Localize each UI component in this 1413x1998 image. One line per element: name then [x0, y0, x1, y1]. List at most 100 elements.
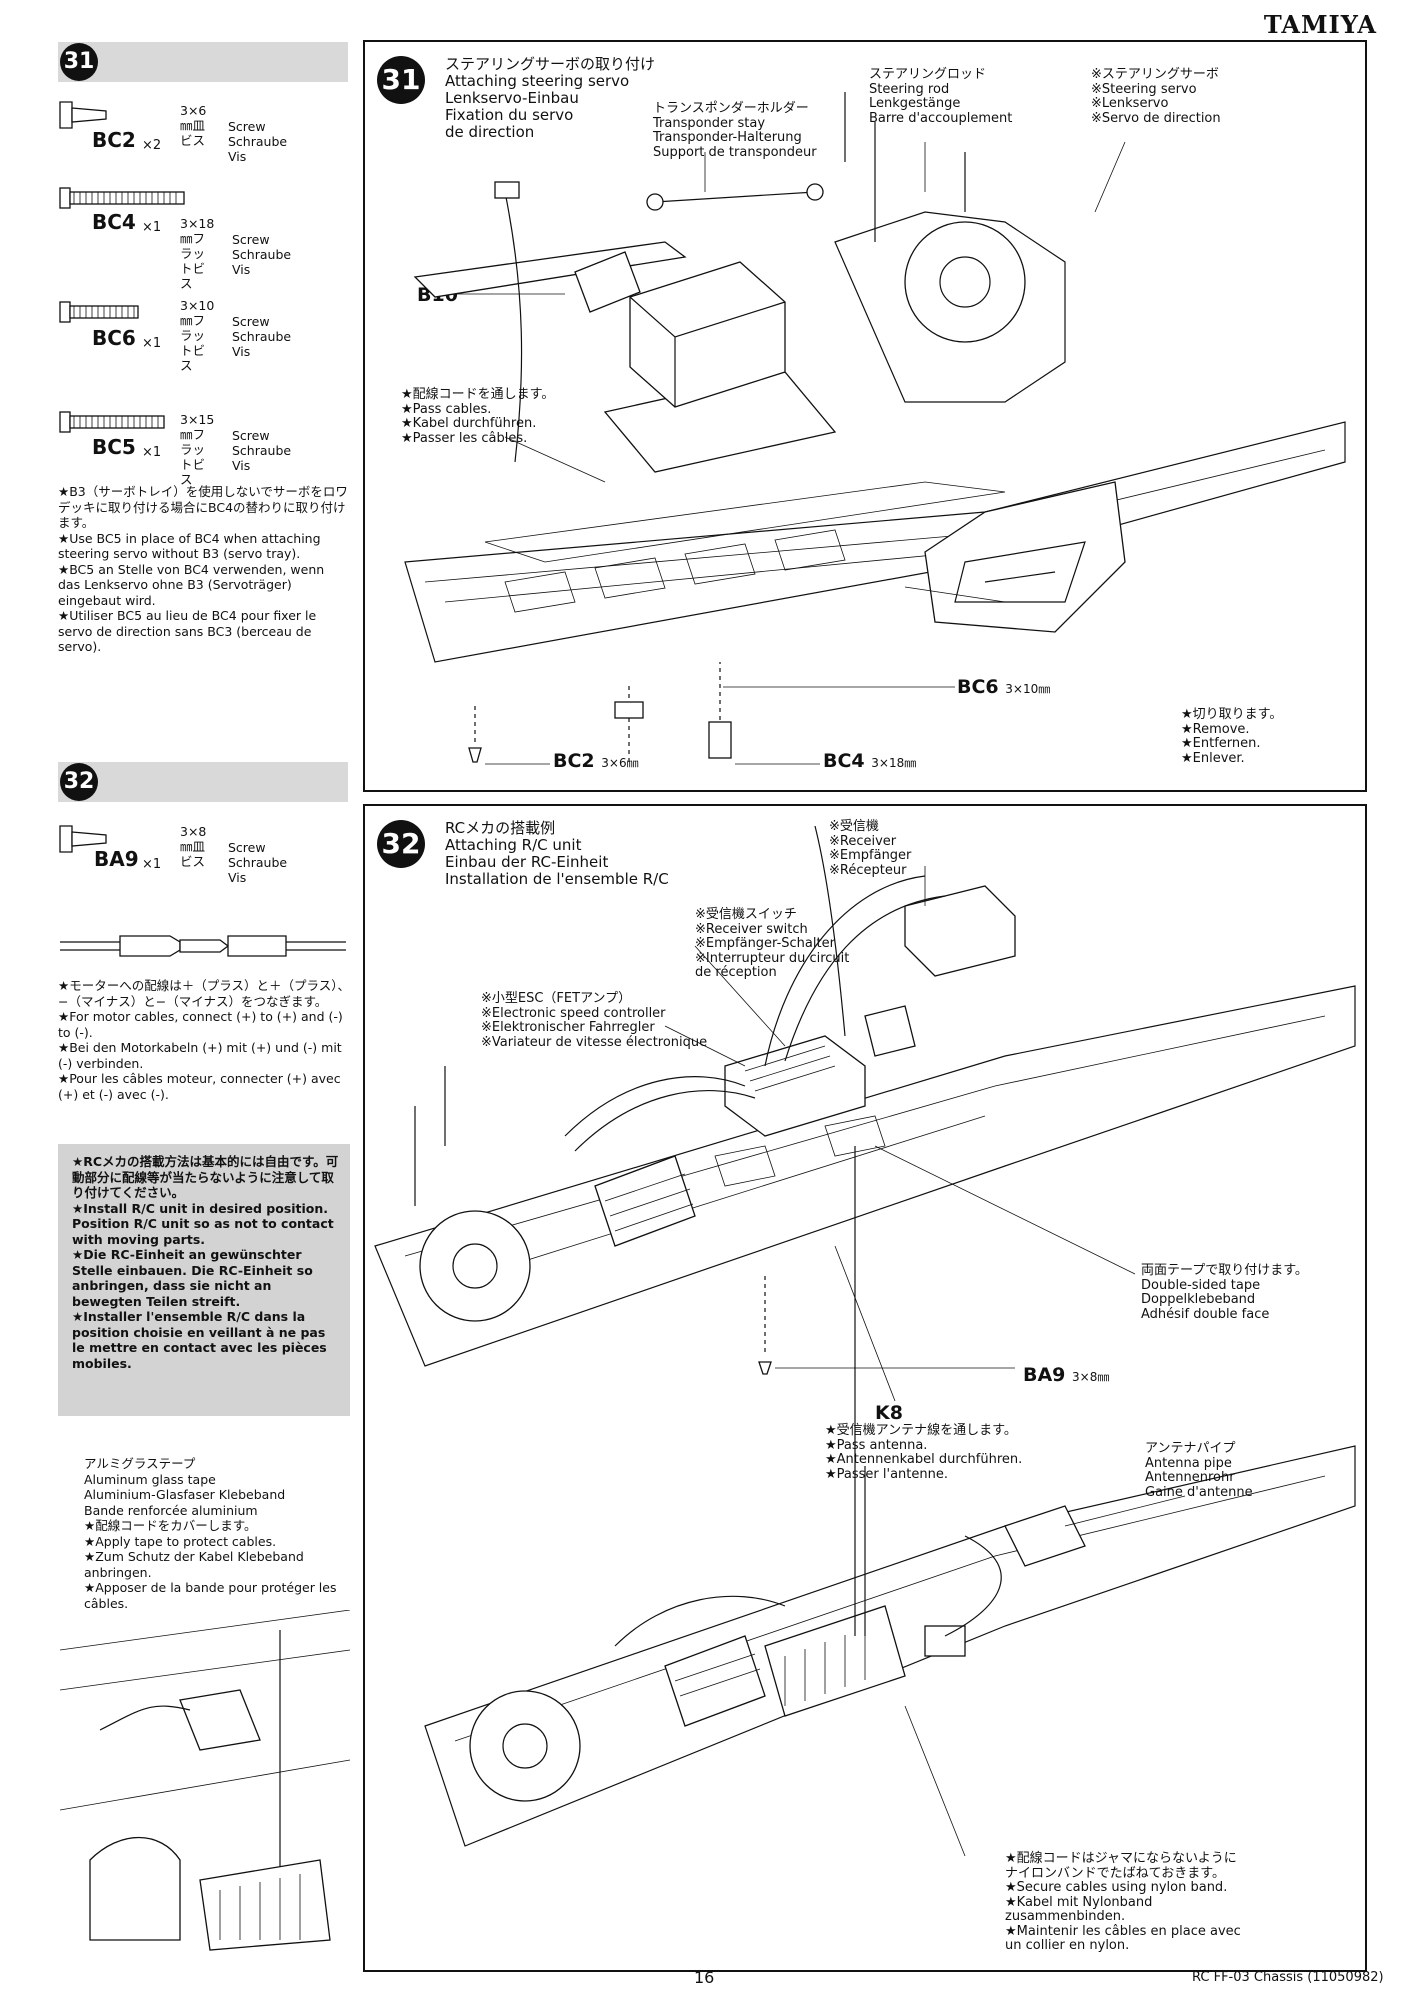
step-32-header: 32 — [58, 762, 348, 802]
callout-en: ※Receiver — [829, 833, 897, 849]
title-ja: RCメカの搭載例 — [445, 819, 556, 837]
flat-screw-icon — [59, 825, 107, 853]
note-fr: ★Pour les câbles moteur, connecter (+) a… — [58, 1071, 341, 1102]
callout-fr: Barre d'accouplement — [869, 110, 1013, 126]
callout-fr-1: ※Interrupteur du circuit — [695, 950, 850, 966]
callout-en: ★Remove. — [1181, 721, 1250, 737]
motor-connector-icon — [60, 935, 346, 957]
callout-ja: 両面テープで取り付けます。 — [1141, 1263, 1308, 1278]
rc-unit-illustration — [374, 825, 1356, 1857]
part-name-de: Schraube — [232, 443, 292, 458]
note-ja: ★RCメカの搭載方法は基本的には自由です。可動部分に配線等が当たらないように注意… — [72, 1154, 339, 1200]
callout-fr: Gaine d'antenne — [1145, 1484, 1253, 1500]
callout-en: ※Electronic speed controller — [481, 1005, 666, 1021]
label-k8: K8 — [875, 1402, 903, 1424]
instr-fr: ★Apposer de la bande pour protéger les c… — [84, 1580, 337, 1611]
part-name-de: Schraube — [228, 855, 288, 870]
long-screw-icon — [59, 187, 185, 209]
aluminum-tape-illustration — [60, 1610, 351, 1951]
callout-de: ※Lenkservo — [1091, 96, 1169, 111]
esc-callout: ※小型ESC（FETアンプ） ※Electronic speed control… — [481, 991, 708, 1050]
callout-en: ★Pass cables. — [401, 401, 492, 417]
tape-fr: Bande renforcée aluminium — [84, 1502, 258, 1518]
callout-ja: ★切り取ります。 — [1181, 707, 1283, 722]
part-code: BC5 — [92, 435, 136, 459]
note-en: ★For motor cables, connect (+) to (+) an… — [58, 1009, 343, 1040]
panel-32-number: 32 — [377, 820, 425, 868]
instr-en: ★Apply tape to protect cables. — [84, 1533, 277, 1549]
callout-ja: ※受信機スイッチ — [695, 907, 797, 922]
callout-en: ※Receiver switch — [695, 921, 808, 937]
part-name-en: Screw — [232, 232, 270, 247]
note-ja: ★モーターへの配線は＋（プラス）と＋（プラス）、−（マイナス）と−（マイナス）を… — [58, 978, 350, 1009]
part-size: 3×15㎜フラットビス — [180, 412, 215, 487]
part-code: BC4 — [92, 210, 136, 234]
callout-de: Lenkgestänge — [869, 96, 961, 111]
note-fr: ★Installer l'ensemble R/C dans la positi… — [72, 1309, 327, 1371]
part-qty: ×1 — [142, 220, 162, 235]
panel-31-title: ステアリングサーボの取り付け Attaching steering servo … — [445, 56, 655, 141]
callout-de: Antennenrohr — [1145, 1470, 1235, 1485]
callout-fr: ※Variateur de vitesse électronique — [481, 1034, 708, 1050]
part-name-fr: Vis — [232, 344, 251, 359]
panel-32-title: RCメカの搭載例 Attaching R/C unit Einbau der R… — [445, 820, 669, 888]
callout-fr: ★Passer les câbles. — [401, 430, 528, 446]
callout-en: ★Pass antenna. — [825, 1437, 928, 1453]
note-fr: ★Utiliser BC5 au lieu de BC4 pour fixer … — [58, 608, 317, 654]
remove-callout: ★切り取ります。 ★Remove. ★Entfernen. ★Enlever. — [1181, 707, 1283, 766]
part-code: BC2 — [553, 750, 595, 772]
note-en: ★Install R/C unit in desired position. P… — [72, 1200, 334, 1247]
callout-fr: Adhésif double face — [1141, 1306, 1270, 1322]
steering-rod-callout: ステアリングロッド Steering rod Lenkgestänge Barr… — [869, 67, 1013, 126]
steering-servo-callout: ※ステアリングサーボ ※Steering servo ※Lenkservo ※S… — [1091, 67, 1221, 126]
part-code: BA9 — [1023, 1364, 1066, 1386]
callout-en: Steering rod — [869, 81, 950, 97]
part-size: 3×18㎜フラットビス — [180, 216, 215, 291]
page-number: 16 — [694, 1968, 715, 1987]
brand-logo: TAMIYA — [1263, 10, 1377, 39]
callout-de: Doppelklebeband — [1141, 1292, 1256, 1307]
part-qty: ×1 — [142, 445, 162, 460]
rc-install-note: ★RCメカの搭載方法は基本的には自由です。可動部分に配線等が当たらないように注意… — [72, 1154, 340, 1371]
steering-servo-illustration — [404, 92, 1346, 765]
step-31-note: ★B3（サーボトレイ）を使用しないでサーボをロワデッキに取り付ける場合にBC4の… — [58, 484, 350, 655]
part-name-fr: Vis — [232, 458, 251, 473]
part-name-de: Schraube — [228, 134, 288, 149]
part-size: 3×6㎜皿ビス — [180, 103, 207, 148]
note-de: ★Bei den Motorkabeln (+) mit (+) und (-)… — [58, 1040, 342, 1071]
part-name-fr: Vis — [228, 870, 247, 885]
callout-en: Antenna pipe — [1145, 1455, 1232, 1471]
part-code: BC6 — [957, 676, 999, 698]
callout-ja: ※小型ESC（FETアンプ） — [481, 991, 632, 1006]
part-name-en: Screw — [228, 119, 266, 134]
callout-ja: ※受信機 — [829, 819, 879, 834]
callout-de: ★Kabel durchführen. — [401, 416, 537, 431]
part-qty: ×1 — [142, 336, 162, 351]
part-name-de: Schraube — [232, 247, 292, 262]
callout-de: ※Empfänger-Schalter — [695, 936, 835, 951]
note-de: ★Die RC-Einheit an gewünschter Stelle ei… — [72, 1247, 313, 1309]
title-fr-2: de direction — [445, 123, 535, 141]
callout-de: ※Elektronischer Fahrregler — [481, 1020, 655, 1035]
callout-de: Transponder-Halterung — [653, 130, 802, 145]
callout-en: ※Steering servo — [1091, 81, 1197, 97]
part-size: 3×10㎜ — [1005, 682, 1051, 696]
callout-en: ★Secure cables using nylon band. — [1005, 1880, 1228, 1895]
callout-ja: ステアリングロッド — [869, 67, 987, 82]
aluminum-tape-note: アルミグラステープ Aluminum glass tape Aluminium-… — [84, 1456, 350, 1611]
note-de: ★BC5 an Stelle von BC4 verwenden, wenn d… — [58, 561, 325, 608]
title-en: Attaching steering servo — [445, 72, 630, 90]
double-sided-tape-callout: 両面テープで取り付けます。 Double-sided tape Doppelkl… — [1141, 1263, 1308, 1322]
label-ba9: BA9 3×8㎜ — [1023, 1364, 1109, 1386]
part-name-de: Schraube — [232, 329, 292, 344]
instr-ja: ★配線コードをカバーします。 — [84, 1518, 257, 1533]
callout-de: ★Kabel mit Nylonband zusammenbinden. — [1005, 1894, 1153, 1924]
step-31-header: 31 — [58, 42, 348, 82]
callout-ja: トランスポンダーホルダー — [653, 101, 809, 116]
part-code: BC2 — [92, 128, 136, 152]
part-qty: ×2 — [142, 138, 162, 153]
transponder-callout: トランスポンダーホルダー Transponder stay Transponde… — [653, 101, 817, 160]
receiver-switch-callout: ※受信機スイッチ ※Receiver switch ※Empfänger-Sch… — [695, 907, 850, 981]
part-size: 3×8㎜ — [1072, 1370, 1110, 1384]
callout-fr: ★Passer l'antenne. — [825, 1466, 948, 1482]
